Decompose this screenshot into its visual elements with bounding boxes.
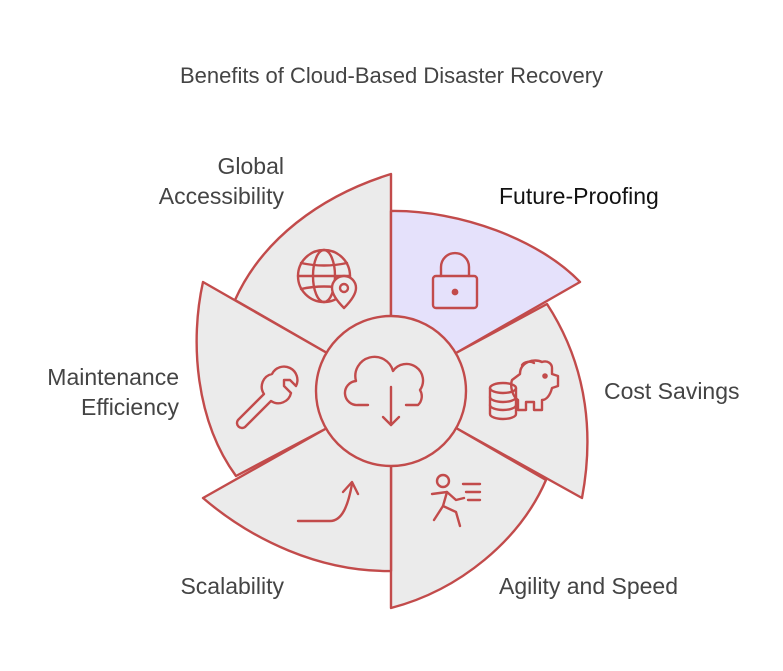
label-future-proofing: Future-Proofing: [499, 183, 659, 209]
piggy-bank-coins-icon: [488, 359, 560, 421]
diagram-title: Benefits of Cloud-Based Disaster Recover…: [179, 63, 604, 88]
segment-cost-savings: [454, 302, 589, 500]
label-agility-and-speed: Agility and Speed: [499, 573, 679, 599]
globe-location-icon: [296, 248, 358, 310]
cloud-download-icon: [343, 355, 425, 427]
label-maintenance-efficiency: Maintenance Efficiency: [47, 364, 179, 420]
lock-icon: [431, 251, 479, 310]
wrench-icon: [235, 365, 299, 430]
label-global-accessibility: Global Accessibility: [158, 153, 284, 209]
label-scalability: Scalability: [180, 573, 284, 599]
segment-maintenance-efficiency: [195, 280, 329, 478]
running-person-icon: [430, 473, 482, 528]
segment-scalability: [201, 426, 393, 573]
segment-future-proofing: [389, 209, 582, 355]
growth-arrow-icon: [296, 480, 360, 523]
label-cost-savings: Cost Savings: [604, 378, 740, 404]
segment-agility-and-speed: [389, 426, 548, 610]
